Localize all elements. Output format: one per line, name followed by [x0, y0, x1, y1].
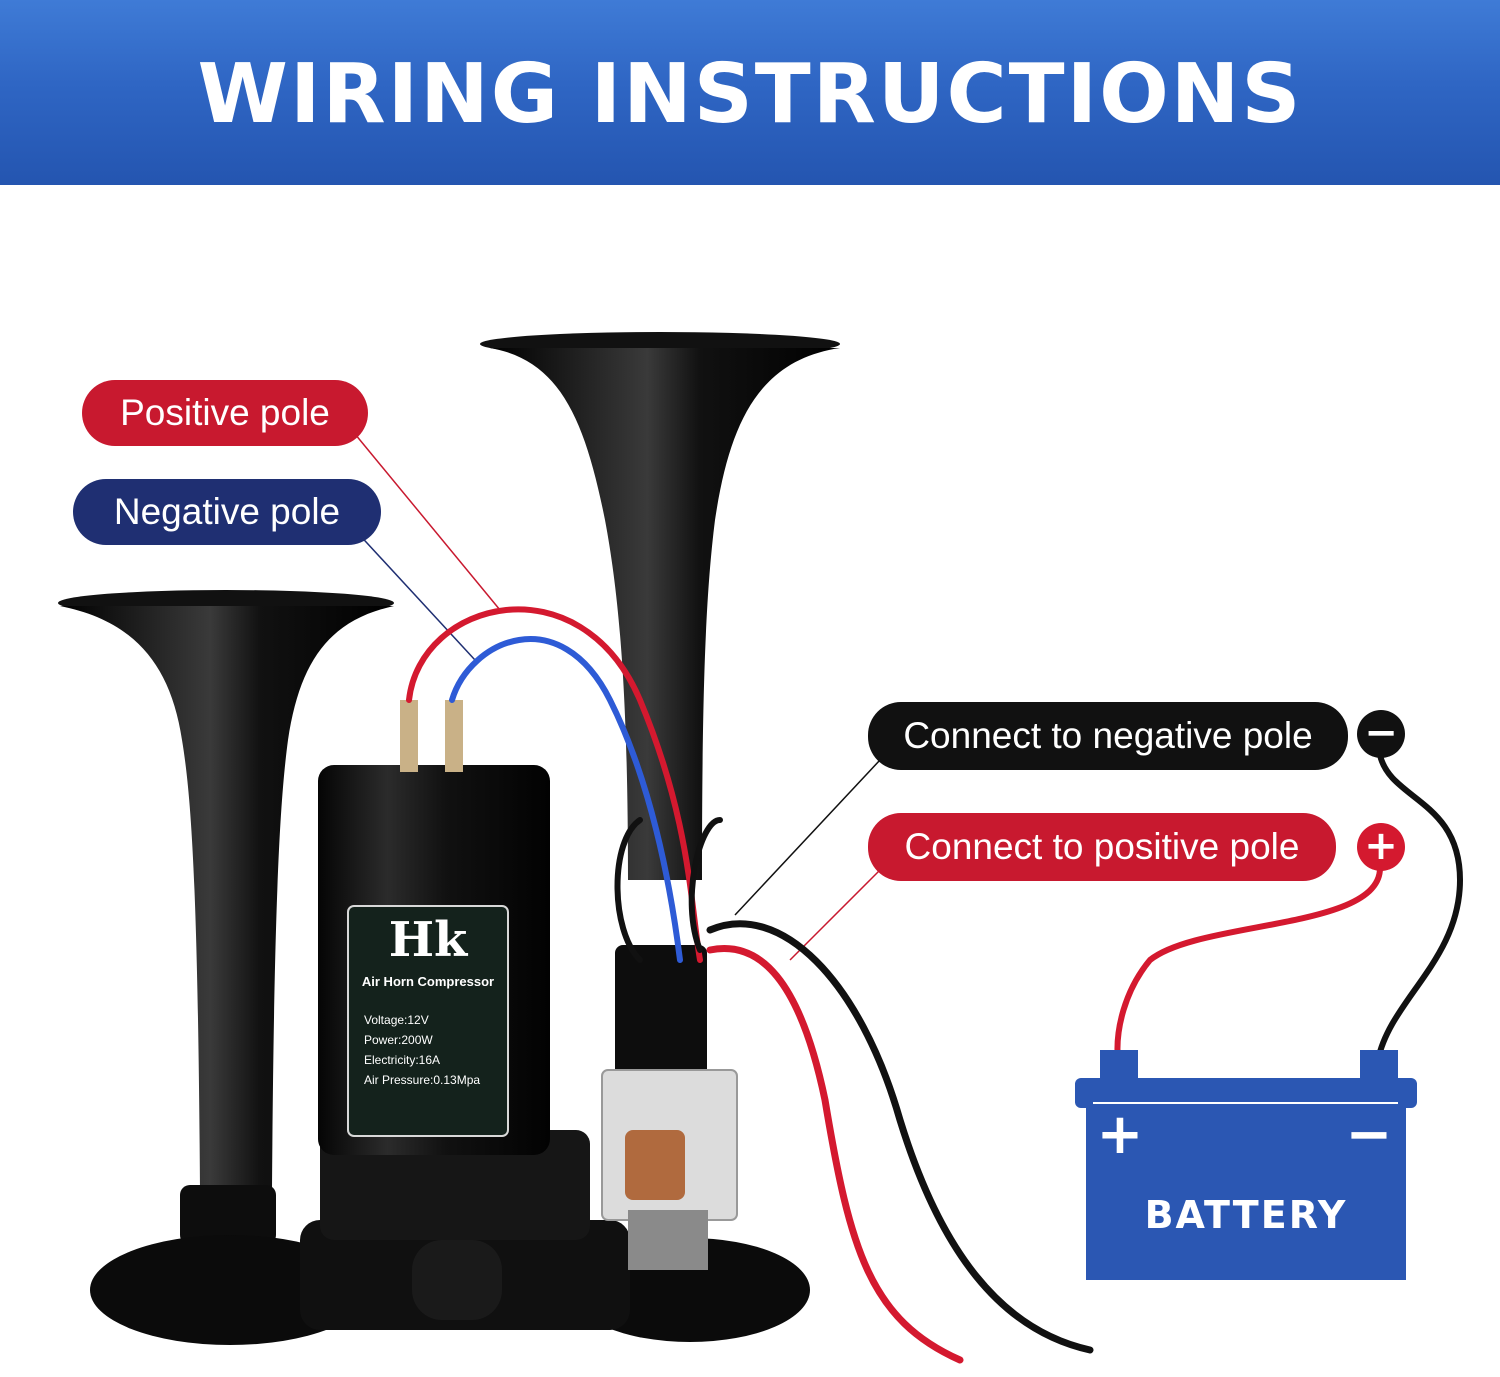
wires — [406, 606, 1464, 1364]
product-name: Air Horn Compressor — [361, 974, 495, 989]
spec-air-pressure: Air Pressure:0.13Mpa — [364, 1073, 481, 1087]
connect-negative-callout: Connect to negative pole — [868, 702, 1348, 770]
compressor — [318, 700, 550, 1155]
negative-pole-callout: Negative pole — [73, 479, 381, 545]
connect-positive-callout: Connect to positive pole — [868, 813, 1336, 881]
plus-sign-icon: + — [1357, 823, 1405, 871]
negative-pole-leader — [354, 529, 476, 661]
connect-positive-leader — [789, 869, 881, 961]
large-horn — [480, 332, 840, 880]
horn-bases — [90, 1130, 810, 1345]
spec-electricity: Electricity:16A — [364, 1053, 441, 1067]
connect-negative-leader — [734, 759, 881, 916]
battery-label: BATTERY — [1144, 1193, 1348, 1237]
spec-voltage: Voltage:12V — [364, 1013, 429, 1027]
page-title: WIRING INSTRUCTIONS — [197, 47, 1303, 142]
positive-pole-callout: Positive pole — [82, 380, 368, 446]
battery-minus-sign: − — [1345, 1102, 1393, 1167]
minus-sign-icon: − — [1357, 710, 1405, 758]
spec-power: Power:200W — [364, 1033, 433, 1047]
battery — [1075, 1050, 1417, 1280]
compressor-label: Hk Air Horn Compressor Voltage:12V Power… — [350, 910, 506, 1087]
title-banner: WIRING INSTRUCTIONS — [0, 0, 1500, 185]
brand-logo: Hk — [388, 912, 468, 968]
positive-pole-leader — [354, 433, 501, 611]
relay — [601, 945, 738, 1270]
small-horn — [58, 590, 394, 1245]
battery-plus-sign: + — [1096, 1102, 1144, 1167]
